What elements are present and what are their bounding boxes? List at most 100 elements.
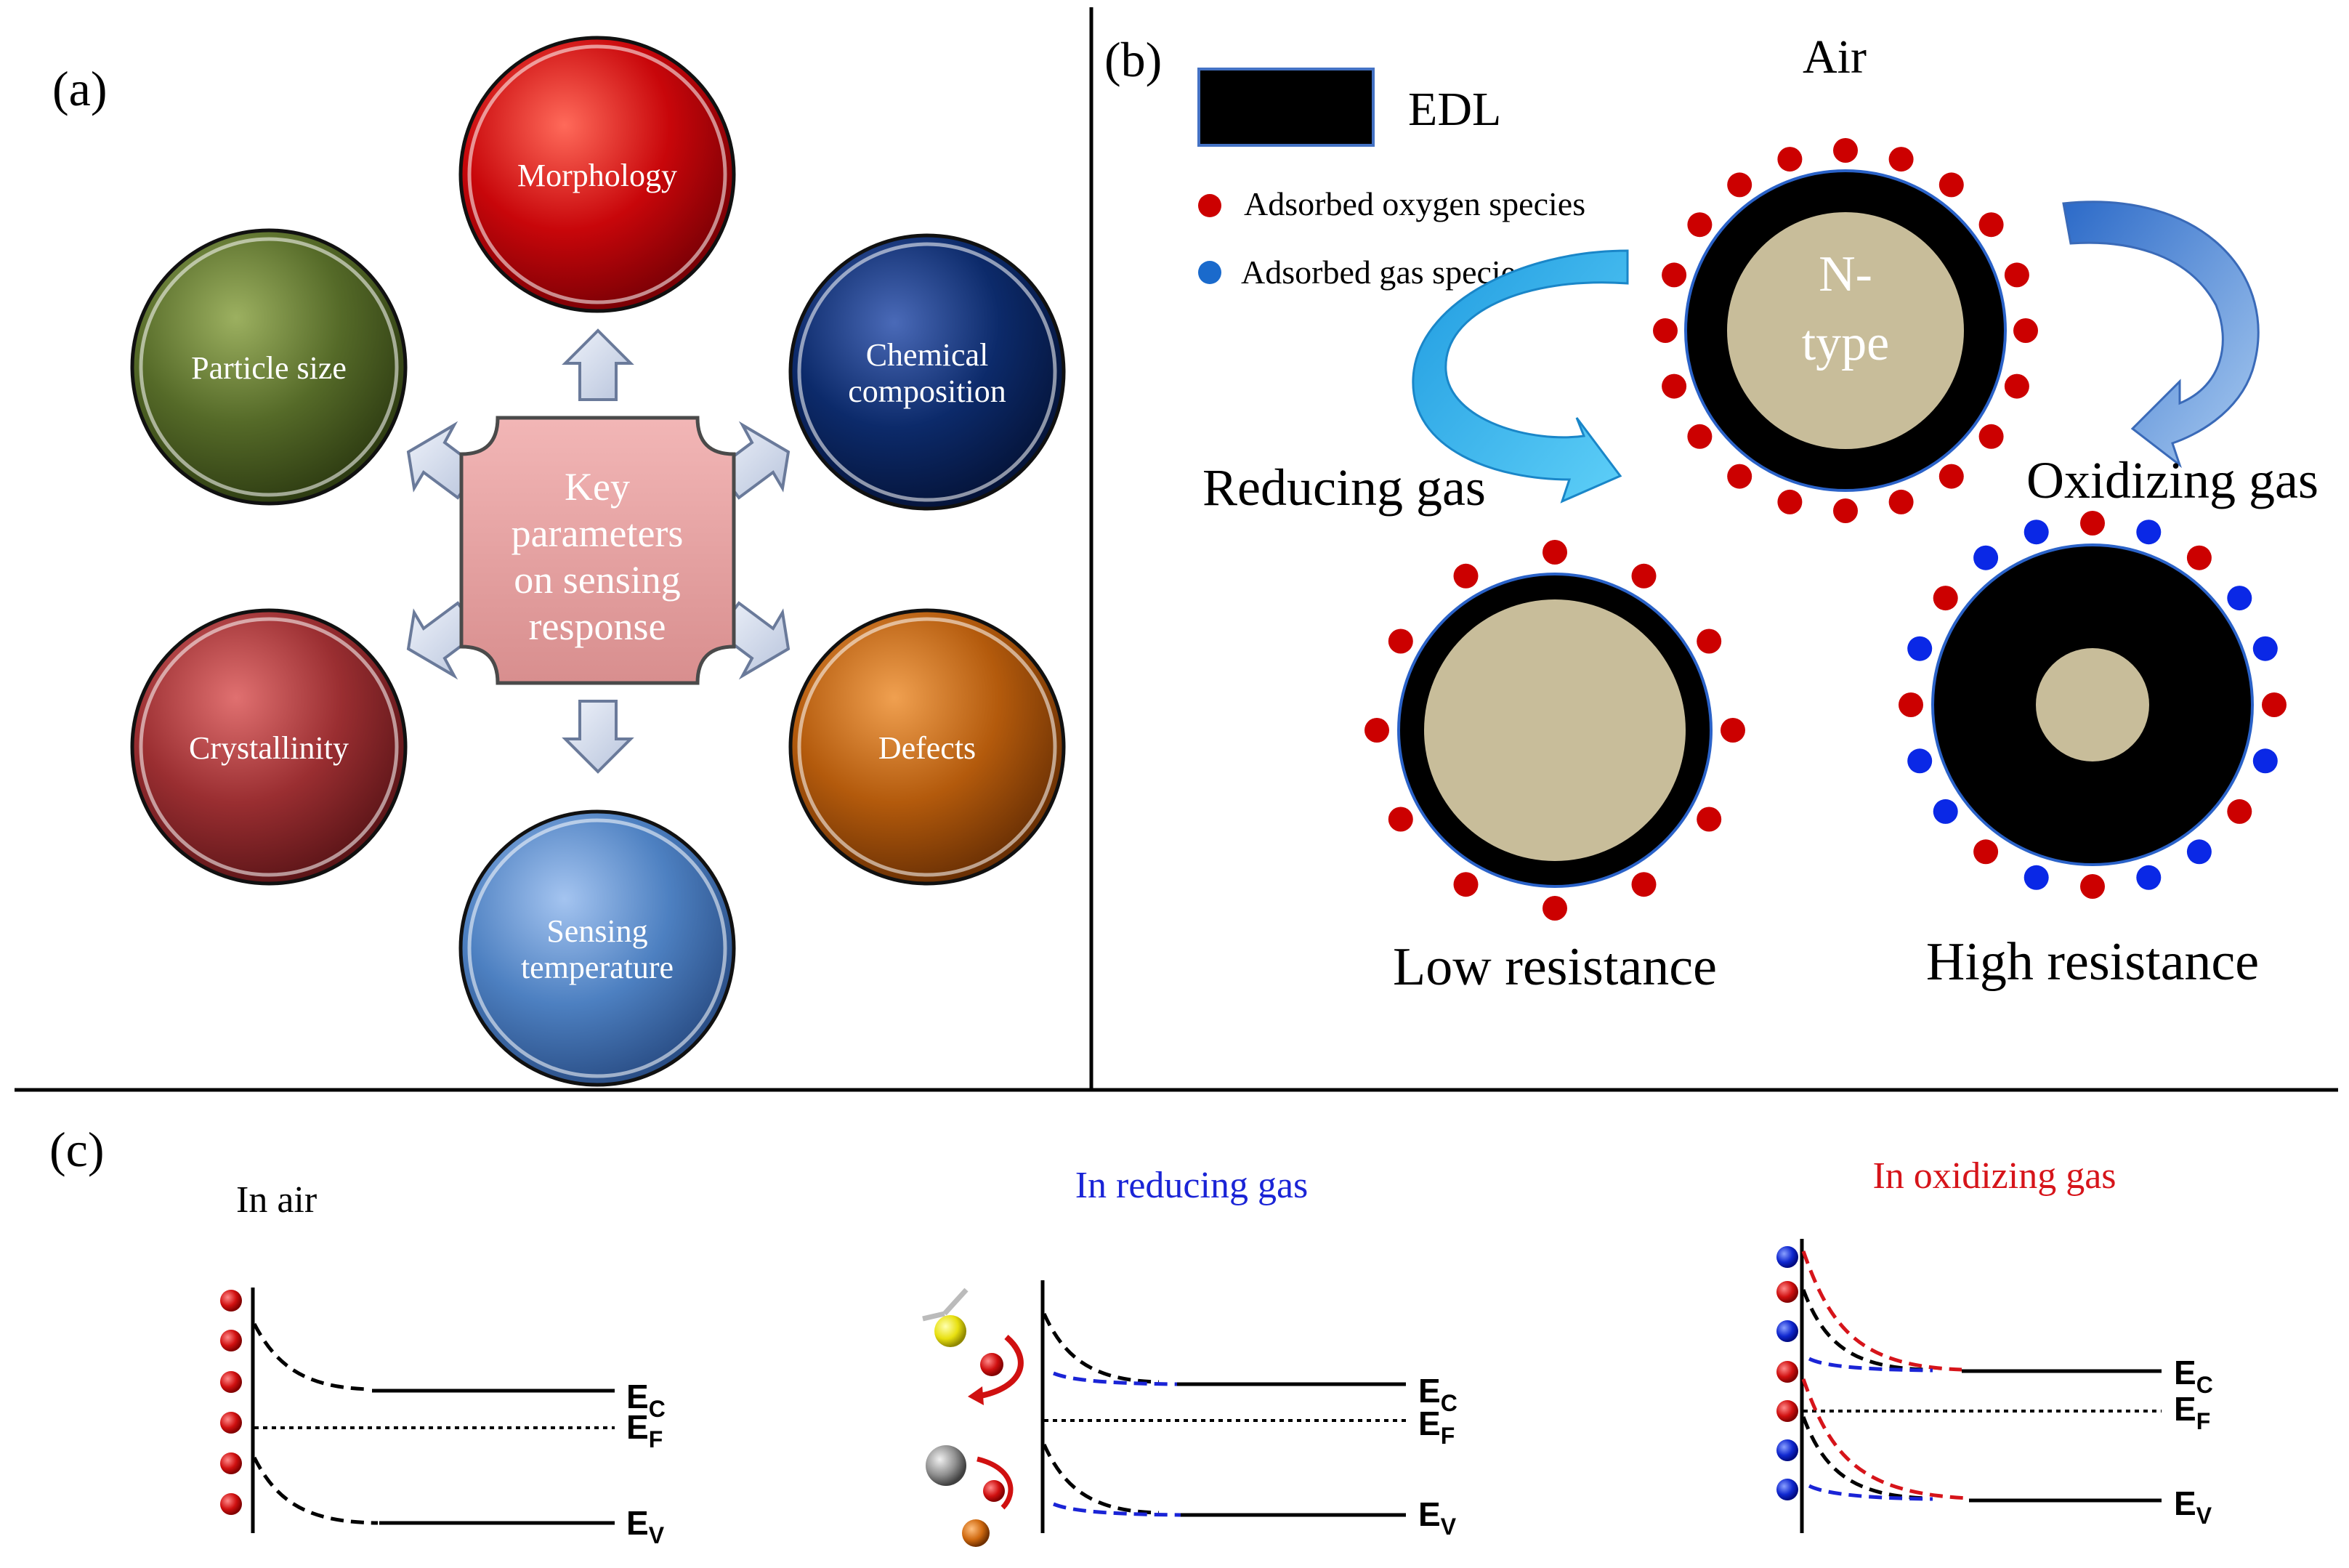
adsorbed-oxygen-dot xyxy=(1687,212,1713,238)
edl-legend-label: EDL xyxy=(1408,83,1501,136)
adsorbed-oxygen-dot xyxy=(2080,874,2105,899)
red-ec-bend-air xyxy=(1042,1312,1160,1384)
adsorbed-oxygen-dot xyxy=(1978,212,2004,238)
sensing-temperature-circle xyxy=(458,809,736,1087)
center-line-1: Key xyxy=(565,465,630,509)
adsorbed-oxygen-dot xyxy=(1938,172,1964,198)
air-ec-bend xyxy=(252,1322,371,1391)
ox-ec-bend-gas xyxy=(1808,1357,1933,1373)
adsorbed-oxygen-dot xyxy=(1543,540,1567,565)
molecule-bond xyxy=(942,1288,969,1316)
ox-ec-label: EC xyxy=(2174,1354,2213,1398)
adsorbed-oxygen-dot xyxy=(1727,172,1752,198)
adsorbed-oxygen-dot xyxy=(1697,629,1722,654)
adsorbed-oxygen-dot xyxy=(1697,807,1722,832)
panel-c: (c) In air In reducing gas In oxidizing … xyxy=(49,1122,2213,1548)
ox-ec-bend-air xyxy=(1801,1289,1926,1372)
panel-c-label: (c) xyxy=(49,1122,104,1177)
air-band-labels: EC EF EV xyxy=(626,1378,666,1548)
adsorbed-oxygen-dot xyxy=(1973,839,1999,865)
adsorbed-oxygen-dot xyxy=(2227,799,2252,824)
center-line-3: on sensing xyxy=(514,558,681,602)
adsorbed-gas-dot xyxy=(2252,748,2278,774)
adsorbed-gas-dot xyxy=(2136,865,2162,890)
orange-atom xyxy=(962,1519,990,1547)
oxygen-ball xyxy=(980,1353,1003,1376)
reaction-arrowhead-icon xyxy=(968,1386,984,1405)
arrow-up-icon xyxy=(562,328,634,401)
chemical-composition-circle xyxy=(788,233,1066,511)
high-ntype-core xyxy=(2036,648,2149,761)
arrow-down-icon xyxy=(562,700,634,774)
panel-b-label: (b) xyxy=(1104,32,1162,87)
gas-legend-dot xyxy=(1198,261,1221,284)
adsorbed-oxygen-dot xyxy=(1888,489,1914,514)
particle-size-circle xyxy=(130,228,408,506)
sensing-temperature-label: temperature xyxy=(521,950,674,985)
adsorbed-oxygen-dot xyxy=(1388,807,1413,832)
chemical-composition-circle-rim xyxy=(797,242,1057,502)
low-resistance-label: Low resistance xyxy=(1393,937,1717,997)
adsorbed-oxygen-dot xyxy=(1662,262,1687,288)
adsorbed-oxygen-dot xyxy=(2004,373,2029,399)
adsorbed-oxygen-dot xyxy=(1933,586,1958,611)
air-adsorbed-dots xyxy=(1653,138,2038,523)
gas-ball xyxy=(1776,1320,1798,1342)
red-ec-bend-gas xyxy=(1053,1371,1178,1386)
reducing-band-labels: EC EF EV xyxy=(1418,1372,1457,1540)
chemical-composition-label: Chemical xyxy=(866,337,989,373)
defects-label: Defects xyxy=(878,730,976,766)
adsorbed-oxygen-dot xyxy=(1631,563,1657,589)
oxygen-legend-dot xyxy=(1198,194,1221,217)
morphology-circle-rim xyxy=(467,44,727,304)
oxygen-ball xyxy=(220,1452,242,1474)
oxygen-ball xyxy=(1776,1400,1798,1422)
defects-circle xyxy=(788,608,1066,886)
center-line-2: parameters xyxy=(512,512,684,555)
adsorbed-oxygen-dot xyxy=(1727,464,1752,489)
adsorbed-oxygen-dot xyxy=(1364,718,1389,743)
adsorbed-oxygen-dot xyxy=(1653,318,1678,343)
oxygen-ball xyxy=(1776,1361,1798,1383)
defects-circle-group: Defects xyxy=(788,608,1066,886)
adsorbed-oxygen-dot xyxy=(1453,563,1479,589)
ox-ec-bend-oxid xyxy=(1801,1250,1962,1372)
ox-ev-bend-gas xyxy=(1808,1484,1933,1501)
band-diagram-air xyxy=(251,1288,615,1533)
morphology-circle-group: Morphology xyxy=(458,36,736,313)
adsorbed-oxygen-dot xyxy=(2013,318,2038,343)
gas-ball xyxy=(1776,1479,1798,1500)
defects-circle-rim xyxy=(797,617,1057,877)
reaction-arrow-icon xyxy=(977,1334,1024,1399)
ox-ev-label: EV xyxy=(2174,1484,2212,1529)
gas-legend-label: Adsorbed gas species xyxy=(1241,254,1529,291)
morphology-label: Morphology xyxy=(517,158,677,193)
adsorbed-oxygen-dot xyxy=(1833,498,1858,523)
in-oxidizing-gas-title: In oxidizing gas xyxy=(1872,1155,2116,1197)
adsorbed-oxygen-dot xyxy=(1938,464,1964,489)
ox-ef-label: EF xyxy=(2174,1390,2210,1434)
oxygen-legend-label: Adsorbed oxygen species xyxy=(1244,185,1585,222)
band-diagram-reducing xyxy=(1040,1280,1406,1533)
adsorbed-oxygen-dot xyxy=(1662,373,1687,399)
particle-size-circle-rim xyxy=(139,237,399,497)
adsorbed-oxygen-dot xyxy=(1777,489,1803,514)
adsorbed-gas-dot xyxy=(2227,586,2252,611)
high-resistance-label: High resistance xyxy=(1926,932,2259,992)
air-core-label-2: type xyxy=(1802,315,1890,371)
air-ev-bend xyxy=(252,1456,379,1525)
air-ntype-core xyxy=(1727,212,1964,449)
low-ntype-core xyxy=(1424,599,1686,861)
in-reducing-gas-title: In reducing gas xyxy=(1075,1165,1309,1206)
reaction-arrow-icon xyxy=(977,1456,1014,1510)
air-oxygen-balls xyxy=(220,1290,242,1515)
adsorbed-gas-dot xyxy=(1973,545,1999,570)
reducing-molecules xyxy=(922,1288,1024,1547)
low-adsorbed-dots xyxy=(1364,540,1745,921)
adsorbed-oxygen-dot xyxy=(1978,424,2004,449)
adsorbed-oxygen-dot xyxy=(1453,872,1479,897)
red-ev-label: EV xyxy=(1418,1495,1457,1540)
adsorbed-gas-dot xyxy=(2136,520,2162,545)
morphology-circle xyxy=(458,36,736,313)
